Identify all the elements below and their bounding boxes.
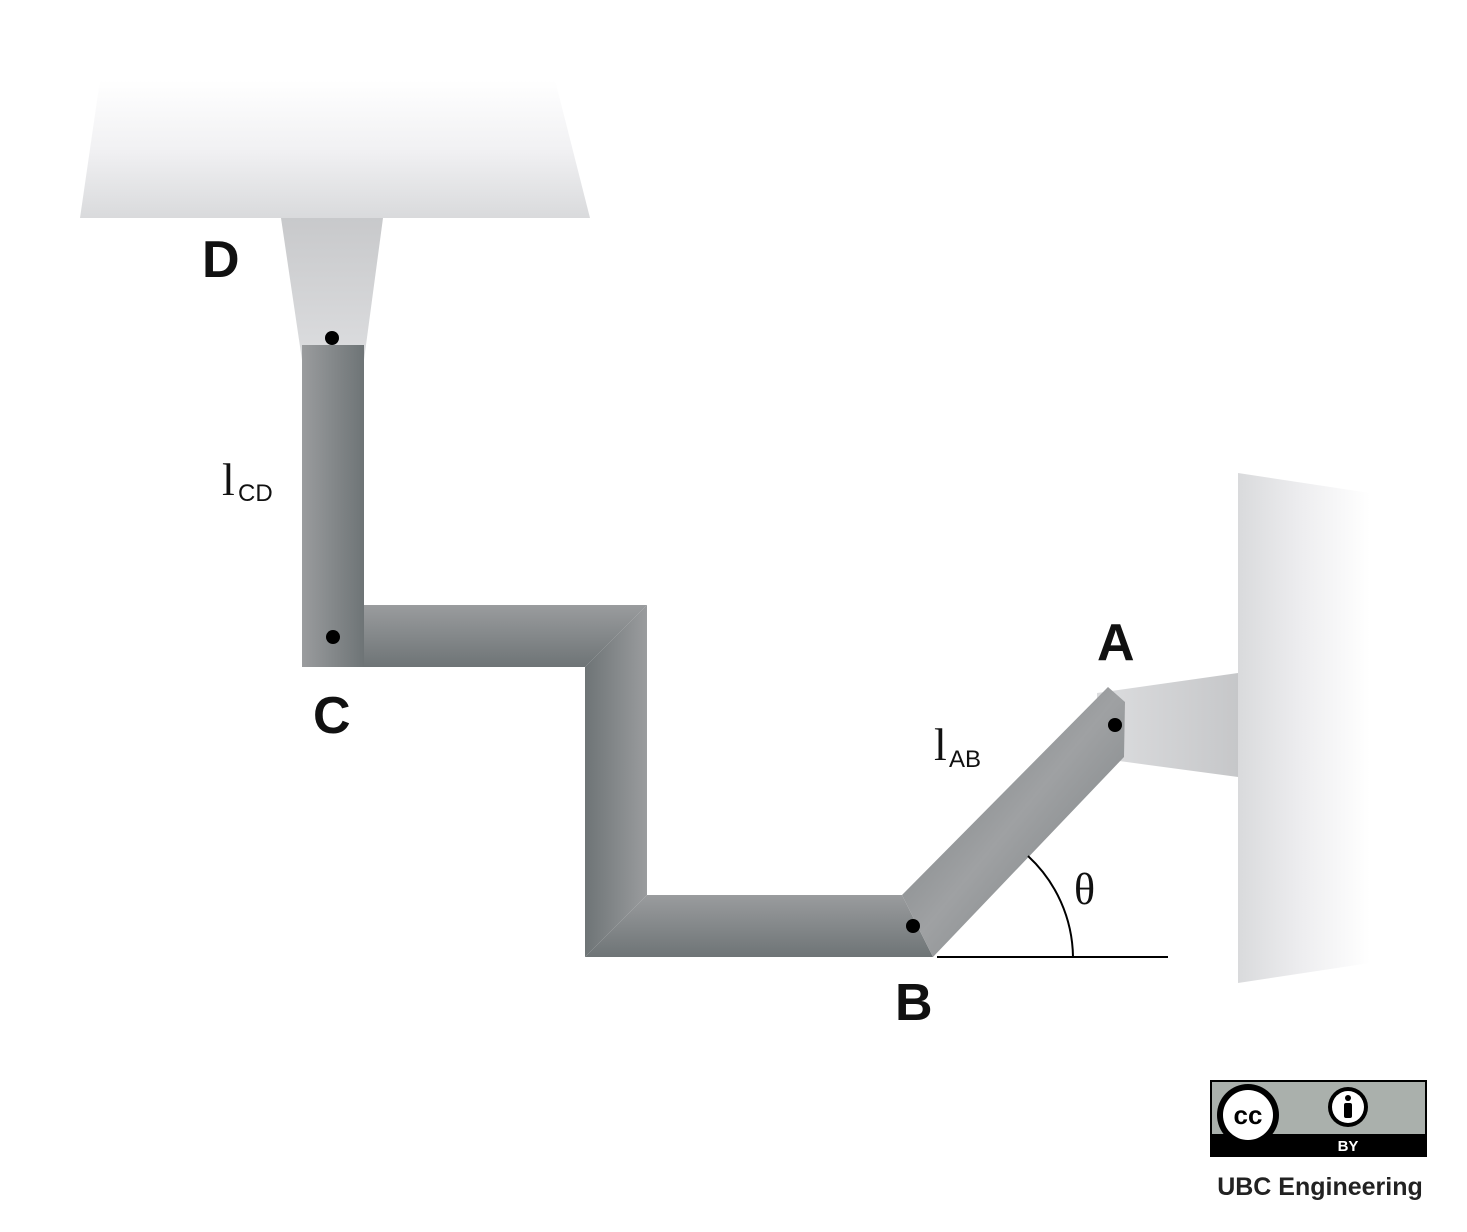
length-cd-subscript: CD [238, 480, 273, 507]
length-ab-label: l [934, 719, 947, 770]
bracket-d [281, 218, 383, 360]
bracket-a [1097, 673, 1238, 777]
member-ab [902, 687, 1125, 957]
member-cd [302, 345, 364, 667]
member-b-horizontal [585, 895, 933, 957]
member-middle-vertical [585, 605, 647, 957]
cc-text: cc [1234, 1100, 1263, 1130]
length-ab-subscript: AB [949, 746, 981, 773]
member-c-horizontal [364, 605, 647, 667]
length-cd-label: l [222, 454, 235, 505]
pin-c [326, 630, 340, 644]
label-d: D [202, 231, 240, 289]
by-text: BY [1338, 1138, 1359, 1155]
ceiling-support [80, 80, 590, 218]
label-b: B [895, 974, 933, 1032]
organization-label: UBC Engineering [1217, 1173, 1423, 1201]
license-badge: cc BY [1210, 1080, 1427, 1157]
label-a: A [1097, 614, 1135, 672]
pin-a [1108, 718, 1122, 732]
angle-arc [1027, 855, 1074, 958]
label-c: C [313, 687, 351, 745]
pin-b [906, 919, 920, 933]
wall-support [1238, 473, 1370, 983]
pin-d [325, 331, 339, 345]
angle-label: θ [1074, 865, 1095, 914]
